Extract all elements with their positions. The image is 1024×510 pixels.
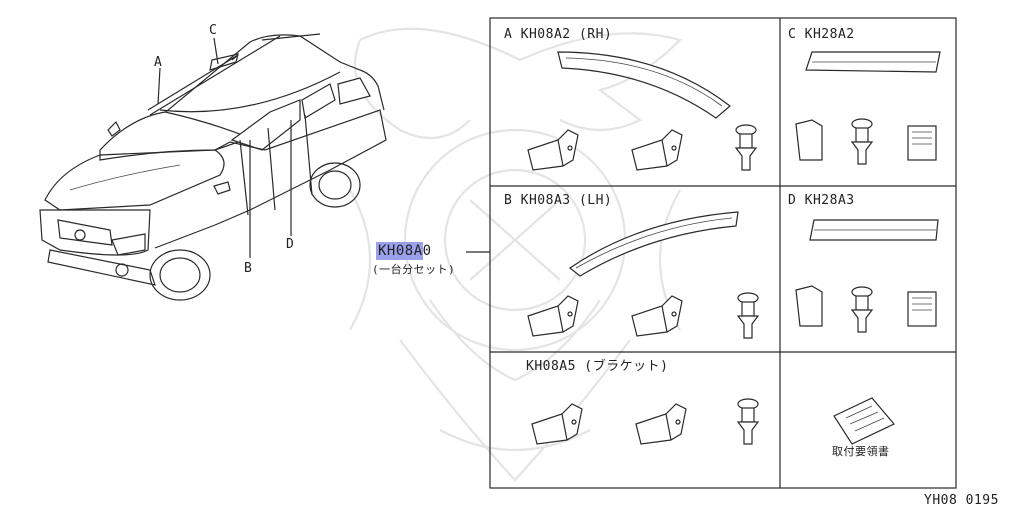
drawing-code: YH08 0195 [924, 493, 999, 508]
callout-c: C [209, 23, 218, 38]
instruction-caption: 取付要領書 [832, 445, 890, 458]
assembly-note: (一台分セット) [372, 263, 456, 276]
part-number-suffix: 0 [422, 243, 432, 259]
cell-d-title: D KH28A3 [788, 193, 855, 208]
callout-d: D [286, 237, 295, 252]
part-number-highlight: KH08A [376, 242, 423, 260]
cell-c-title: C KH28A2 [788, 27, 855, 42]
callout-b: B [244, 261, 253, 276]
callout-a: A [154, 55, 163, 70]
cell-a-title: A KH08A2 (RH) [504, 27, 613, 42]
cell-b-title: B KH08A3 (LH) [504, 193, 613, 208]
cell-bracket-title: KH08A5 (ブラケット) [526, 359, 669, 374]
assembly-part-number[interactable]: KH08A0 [376, 242, 432, 260]
